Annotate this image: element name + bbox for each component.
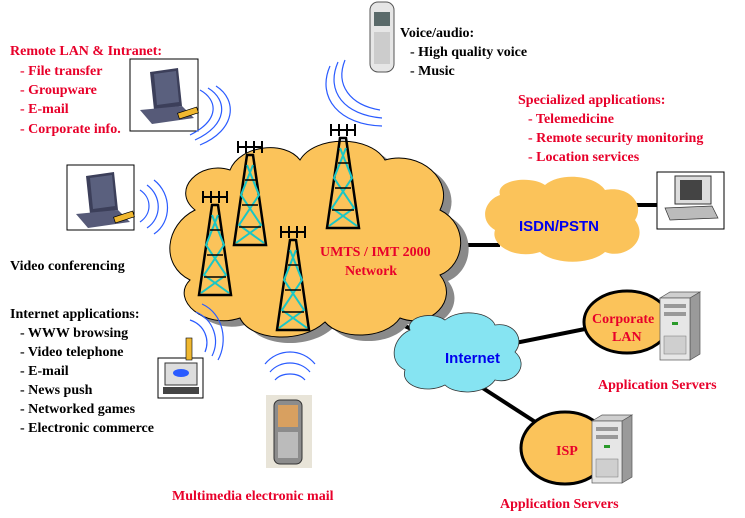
voice-item: - High quality voice xyxy=(410,45,527,60)
specialized-item: - Location services xyxy=(528,150,640,165)
remote-lan-item: - Groupware xyxy=(20,83,97,98)
remote-lan-item: - E-mail xyxy=(20,102,69,117)
remote-lan-item: - File transfer xyxy=(20,64,102,79)
laptop-icon xyxy=(66,164,135,231)
link-internet-isp xyxy=(476,383,542,427)
specialized-title: Specialized applications: xyxy=(518,93,665,108)
corporate-label-line2: LAN xyxy=(612,330,642,345)
remote-lan-item: - Corporate info. xyxy=(20,122,121,137)
remote-lan-title: Remote LAN & Intranet: xyxy=(10,44,162,59)
specialized-item: - Remote security monitoring xyxy=(528,131,703,146)
internet-apps-item: - Electronic commerce xyxy=(20,421,154,436)
server-icon xyxy=(659,291,701,361)
network-label-line1: UMTS / IMT 2000 xyxy=(320,245,431,260)
computer-terminal-icon xyxy=(656,171,725,230)
isp-servers-label: Application Servers xyxy=(500,497,619,512)
isdn-pstn-label: ISDN/PSTN xyxy=(519,218,599,235)
internet-apps-item: - Video telephone xyxy=(20,345,123,360)
server-icon xyxy=(591,414,633,484)
internet-apps-item: - Networked games xyxy=(20,402,136,417)
internet-apps-item: - WWW browsing xyxy=(20,326,128,341)
internet-cloud xyxy=(393,312,522,393)
mobile-phone-icon xyxy=(369,1,395,73)
isp-label: ISP xyxy=(556,444,578,459)
pda-icon xyxy=(157,337,204,399)
internet-apps-item: - E-mail xyxy=(20,364,69,379)
specialized-item: - Telemedicine xyxy=(528,112,614,127)
radio-waves-icon xyxy=(139,179,168,235)
multimedia-phone-icon xyxy=(266,395,312,468)
video-conferencing-label: Video conferencing xyxy=(10,259,125,274)
voice-title: Voice/audio: xyxy=(400,26,474,41)
radio-waves-icon xyxy=(189,303,224,361)
internet-apps-item: - News push xyxy=(20,383,93,398)
corporate-servers-label: Application Servers xyxy=(598,378,717,393)
radio-waves-icon xyxy=(189,85,231,146)
laptop-icon xyxy=(129,58,199,132)
internet-apps-title: Internet applications: xyxy=(10,307,140,322)
internet-label: Internet xyxy=(445,350,500,367)
network-label-line2: Network xyxy=(345,264,397,279)
radio-waves-icon xyxy=(264,351,316,381)
radio-waves-icon xyxy=(325,59,383,127)
voice-item: - Music xyxy=(410,64,455,79)
corporate-label-line1: Corporate xyxy=(592,312,654,327)
multimedia-email-label: Multimedia electronic mail xyxy=(172,489,334,504)
isdn-pstn-cloud xyxy=(485,176,640,262)
